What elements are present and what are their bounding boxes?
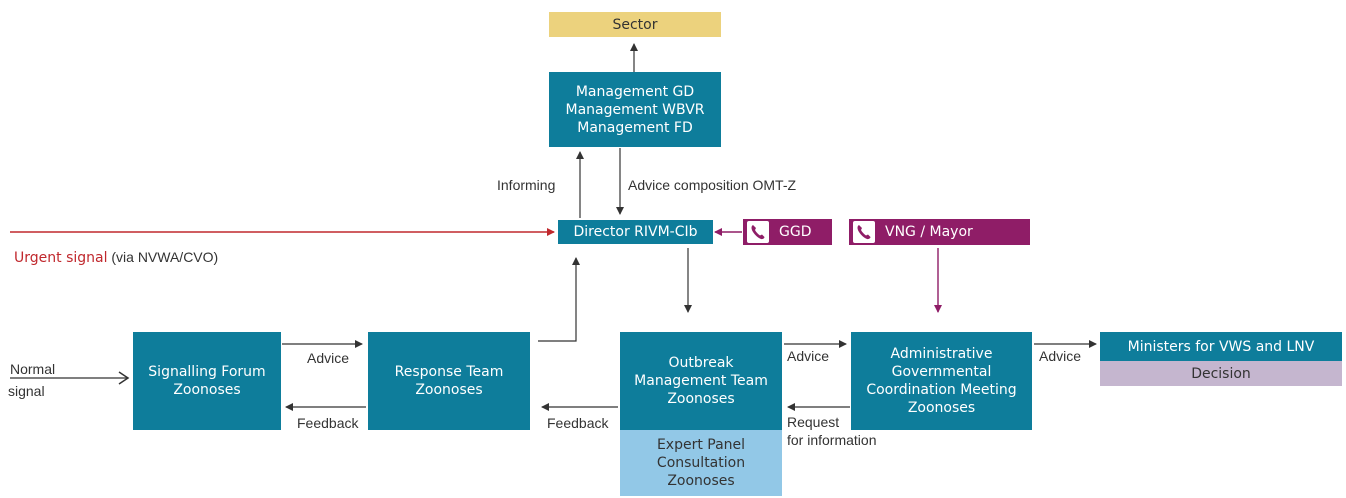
admin-meeting-label-1: Administrative bbox=[890, 346, 993, 362]
phone-icon bbox=[853, 221, 875, 243]
expert-panel-label-3: Zoonoses bbox=[667, 473, 735, 489]
advice-label-3: Advice bbox=[1039, 348, 1082, 364]
ggd-label: GGD bbox=[779, 224, 812, 240]
expert-panel-label-1: Expert Panel bbox=[656, 437, 746, 453]
request-info-label-1: Request bbox=[787, 414, 840, 430]
expert-panel-box: Expert Panel Consultation Zoonoses bbox=[620, 430, 782, 496]
signalling-forum-label-1: Signalling Forum bbox=[148, 364, 266, 380]
urgent-signal-text: Urgent signal (via NVWA/CVO) bbox=[14, 249, 218, 266]
decision-box: Decision bbox=[1100, 361, 1342, 386]
vng-label: VNG / Mayor bbox=[885, 224, 973, 240]
outbreak-team-label-1: Outbreak bbox=[668, 355, 734, 371]
outbreak-team-label-2: Management Team bbox=[634, 373, 768, 389]
director-label: Director RIVM-CIb bbox=[573, 224, 698, 240]
admin-meeting-label-3: Coordination Meeting bbox=[866, 382, 1017, 398]
advice-composition-label: Advice composition OMT-Z bbox=[628, 177, 797, 193]
outbreak-team-label-3: Zoonoses bbox=[667, 391, 735, 407]
response-team-label-2: Zoonoses bbox=[415, 382, 483, 398]
normal-signal-label-1: Normal bbox=[10, 361, 56, 377]
request-info-label-2: for information bbox=[787, 432, 877, 448]
management-gd-label: Management GD bbox=[575, 83, 695, 100]
director-box: Director RIVM-CIb bbox=[558, 220, 713, 244]
advice-label-1: Advice bbox=[307, 350, 350, 366]
ggd-box: GGD bbox=[743, 219, 832, 245]
signalling-forum-label-2: Zoonoses bbox=[173, 382, 241, 398]
admin-meeting-label-4: Zoonoses bbox=[907, 400, 976, 416]
informing-label: Informing bbox=[497, 177, 556, 193]
admin-meeting-label-2: Governmental bbox=[891, 364, 992, 380]
phone-icon bbox=[747, 221, 769, 243]
outbreak-team-box: Outbreak Management Team Zoonoses bbox=[620, 332, 782, 430]
feedback-label-2: Feedback bbox=[547, 415, 609, 431]
decision-label: Decision bbox=[1191, 365, 1251, 382]
advice-label-2: Advice bbox=[787, 348, 830, 364]
sector-label: Sector bbox=[612, 16, 658, 33]
signalling-forum-box: Signalling Forum Zoonoses bbox=[133, 332, 281, 430]
urgent-via-label: (via NVWA/CVO) bbox=[111, 249, 219, 265]
arrow-response-to-director bbox=[538, 257, 580, 342]
sector-box: Sector bbox=[549, 12, 721, 37]
expert-panel-label-2: Consultation bbox=[656, 455, 746, 471]
vng-box: VNG / Mayor bbox=[849, 219, 1030, 245]
response-team-label-1: Response Team bbox=[394, 364, 504, 380]
management-box: Management GD Management WBVR Management… bbox=[549, 72, 721, 147]
ministers-box: Ministers for VWS and LNV bbox=[1100, 332, 1342, 361]
management-fd-label: Management FD bbox=[577, 119, 693, 136]
response-team-box: Response Team Zoonoses bbox=[368, 332, 530, 430]
ministers-label: Ministers for VWS and LNV bbox=[1127, 338, 1315, 355]
admin-meeting-box: Administrative Governmental Coordination… bbox=[851, 332, 1032, 430]
urgent-signal-label: Urgent signal bbox=[14, 250, 108, 266]
normal-signal-label-2: signal bbox=[8, 383, 45, 399]
management-wbvr-label: Management WBVR bbox=[565, 101, 705, 118]
feedback-label-1: Feedback bbox=[297, 415, 359, 431]
